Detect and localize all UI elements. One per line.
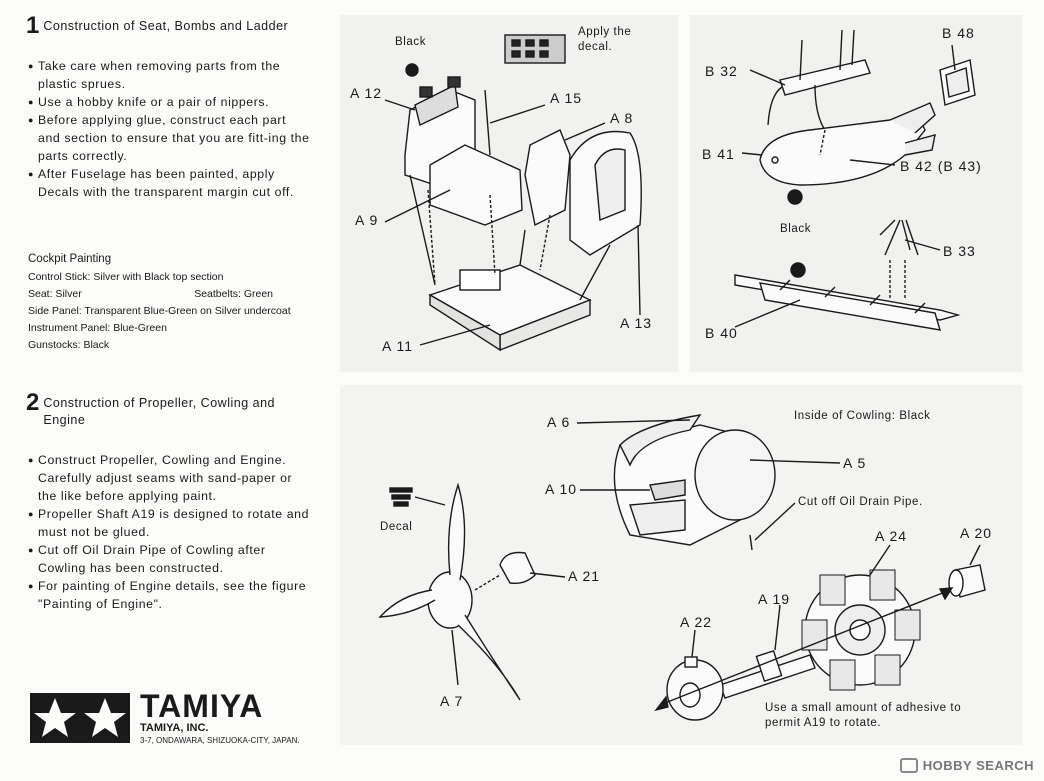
part-a5-label: A 5 bbox=[843, 455, 867, 471]
step1-notes: Take care when removing parts from the p… bbox=[28, 57, 310, 201]
brand-company: TAMIYA, INC. bbox=[140, 722, 209, 734]
part-a13-label: A 13 bbox=[620, 315, 653, 331]
part-b32-label: B 32 bbox=[705, 63, 738, 79]
step2-number: 2 bbox=[26, 389, 40, 416]
bombs-ladder-panel: B 48 B 32 B 41 B 42 (B 43) Black B 33 B … bbox=[690, 15, 1022, 372]
step2-note: Construct Propeller, Cowling and Engine.… bbox=[28, 451, 310, 505]
adhesive-note: Use a small amount of adhesive to permit… bbox=[765, 702, 962, 729]
cut-oil-pipe-note: Cut off Oil Drain Pipe. bbox=[798, 496, 923, 508]
step1-title: Construction of Seat, Bombs and Ladder bbox=[43, 19, 289, 33]
step2-note: Propeller Shaft A19 is designed to rotat… bbox=[28, 505, 310, 541]
part-a12-label: A 12 bbox=[350, 85, 383, 101]
part-a6-label: A 6 bbox=[547, 414, 571, 430]
part-b42-label: B 42 (B 43) bbox=[900, 158, 982, 174]
side-panel-color: Side Panel: Transparent Blue-Green on Si… bbox=[28, 305, 291, 317]
part-a15-label: A 15 bbox=[550, 90, 583, 106]
engine-diagram-panel: A 6 Inside of Cowling: Black A 5 A 10 Cu… bbox=[340, 385, 1022, 745]
part-b40-label: B 40 bbox=[705, 325, 738, 341]
part-b33-label: B 33 bbox=[943, 243, 976, 259]
part-a9-label: A 9 bbox=[355, 212, 379, 228]
step2-note: For painting of Engine details, see the … bbox=[28, 577, 310, 613]
part-a20-label: A 20 bbox=[960, 525, 993, 541]
hobby-search-watermark: HOBBY SEARCH bbox=[899, 758, 1034, 773]
seat-diagram-panel: Black Apply the decal. A 12 A 15 A 8 A 9… bbox=[340, 15, 678, 372]
watermark-text: HOBBY SEARCH bbox=[922, 758, 1034, 773]
black-label-2: Black bbox=[780, 223, 812, 235]
seat-color: Seat: Silver bbox=[28, 288, 82, 300]
brand-name: TAMIYA bbox=[140, 688, 264, 724]
step2-title: Construction of Propeller, Cowling and E… bbox=[43, 396, 275, 427]
part-a11-label: A 11 bbox=[382, 338, 413, 354]
step1-note: Before applying glue, construct each par… bbox=[28, 111, 310, 165]
part-a8-label: A 8 bbox=[610, 110, 634, 126]
control-stick-color: Control Stick: Silver with Black top sec… bbox=[28, 271, 224, 283]
tamiya-logo: TAMIYA TAMIYA, INC. 3-7, ONDAWARA, SHIZU… bbox=[30, 690, 300, 746]
apply-decal-label: Apply the decal. bbox=[578, 26, 632, 53]
part-a24-label: A 24 bbox=[875, 528, 908, 544]
step1-number: 1 bbox=[26, 12, 40, 39]
part-a7-label: A 7 bbox=[440, 693, 464, 709]
gunstocks-color: Gunstocks: Black bbox=[28, 339, 110, 351]
part-a10-label: A 10 bbox=[545, 481, 578, 497]
brand-address: 3-7, ONDAWARA, SHIZUOKA-CITY, JAPAN. bbox=[140, 736, 300, 745]
instrument-panel-color: Instrument Panel: Blue-Green bbox=[28, 322, 167, 334]
step1-note: Use a hobby knife or a pair of nippers. bbox=[28, 93, 310, 111]
part-a19-label: A 19 bbox=[758, 591, 791, 607]
part-b48-label: B 48 bbox=[942, 25, 975, 41]
step2-heading: 2 Construction of Propeller, Cowling and… bbox=[26, 391, 308, 429]
inside-cowling-note: Inside of Cowling: Black bbox=[794, 410, 931, 422]
step1-heading: 1 Construction of Seat, Bombs and Ladder bbox=[26, 14, 288, 38]
tamiya-stars-icon bbox=[30, 693, 130, 743]
seat-assembly-drawing bbox=[384, 34, 642, 352]
camera-icon bbox=[899, 758, 918, 773]
decal-label: Decal bbox=[380, 521, 413, 533]
step2-note: Cut off Oil Drain Pipe of Cowling after … bbox=[28, 541, 310, 577]
instructions-column: 1 Construction of Seat, Bombs and Ladder… bbox=[0, 0, 330, 781]
seatbelts-color: Seatbelts: Green bbox=[194, 288, 273, 300]
engine-assembly-drawing bbox=[378, 414, 986, 721]
part-b41-label: B 41 bbox=[702, 146, 735, 162]
step1-note: Take care when removing parts from the p… bbox=[28, 57, 310, 93]
bombs-ladder-drawing bbox=[734, 29, 976, 331]
cockpit-title: Cockpit Painting bbox=[28, 253, 112, 265]
step1-note: After Fuselage has been painted, apply D… bbox=[28, 165, 310, 201]
part-a21-label: A 21 bbox=[568, 568, 601, 584]
step2-notes: Construct Propeller, Cowling and Engine.… bbox=[28, 451, 310, 613]
part-a22-label: A 22 bbox=[680, 614, 713, 630]
black-label: Black bbox=[395, 36, 427, 48]
cockpit-painting: Cockpit Painting Control Stick: Silver w… bbox=[28, 251, 318, 354]
